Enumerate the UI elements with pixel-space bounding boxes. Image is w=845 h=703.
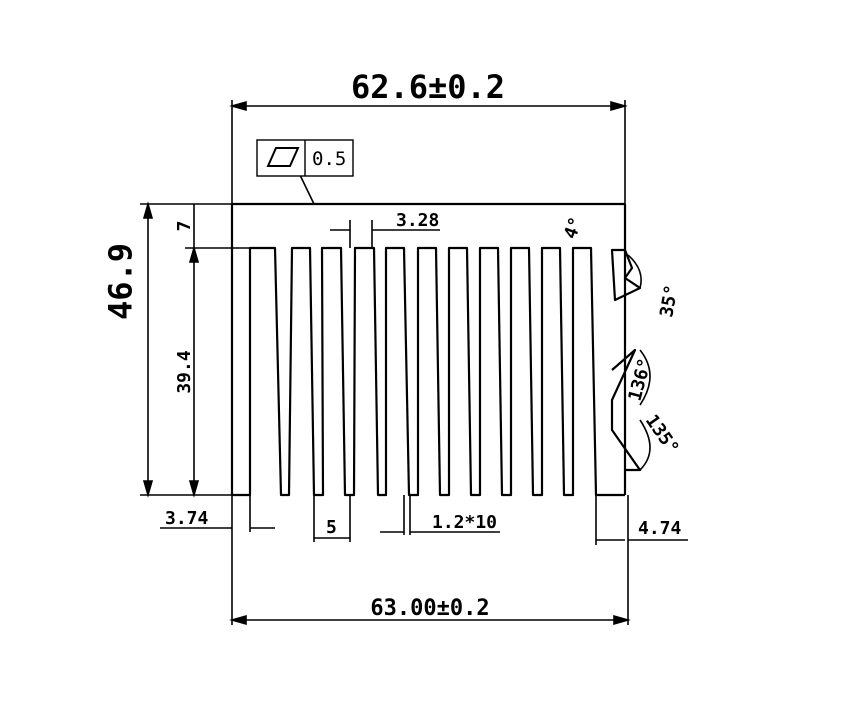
bottom-width-label: 63.00±0.2 xyxy=(370,596,489,621)
dimension-lines xyxy=(140,100,688,626)
heatsink-profile xyxy=(230,202,642,497)
base-thickness-label: 7 xyxy=(174,221,195,232)
tolerance-value: 0.5 xyxy=(312,148,346,170)
top-angle-label: 4° xyxy=(560,214,587,242)
fin-count-label: 1.2*10 xyxy=(432,512,497,533)
ear-angle-label: 35° xyxy=(656,283,682,319)
total-height-label: 46.9 xyxy=(101,243,139,320)
fin-gap-label: 3.28 xyxy=(396,210,439,231)
right-margin-label: 4.74 xyxy=(638,518,682,539)
right-groove xyxy=(610,348,642,472)
fin-height-label: 39.4 xyxy=(174,350,195,394)
flatness-tolerance-frame: 0.5 xyxy=(256,139,354,177)
left-margin-label: 3.74 xyxy=(165,508,209,529)
flatness-icon xyxy=(266,147,300,167)
angle-arcs xyxy=(627,254,651,471)
top-width-label: 62.6±0.2 xyxy=(351,68,505,106)
fin-pitch-label: 5 xyxy=(326,517,337,538)
fin-outline xyxy=(232,246,625,497)
